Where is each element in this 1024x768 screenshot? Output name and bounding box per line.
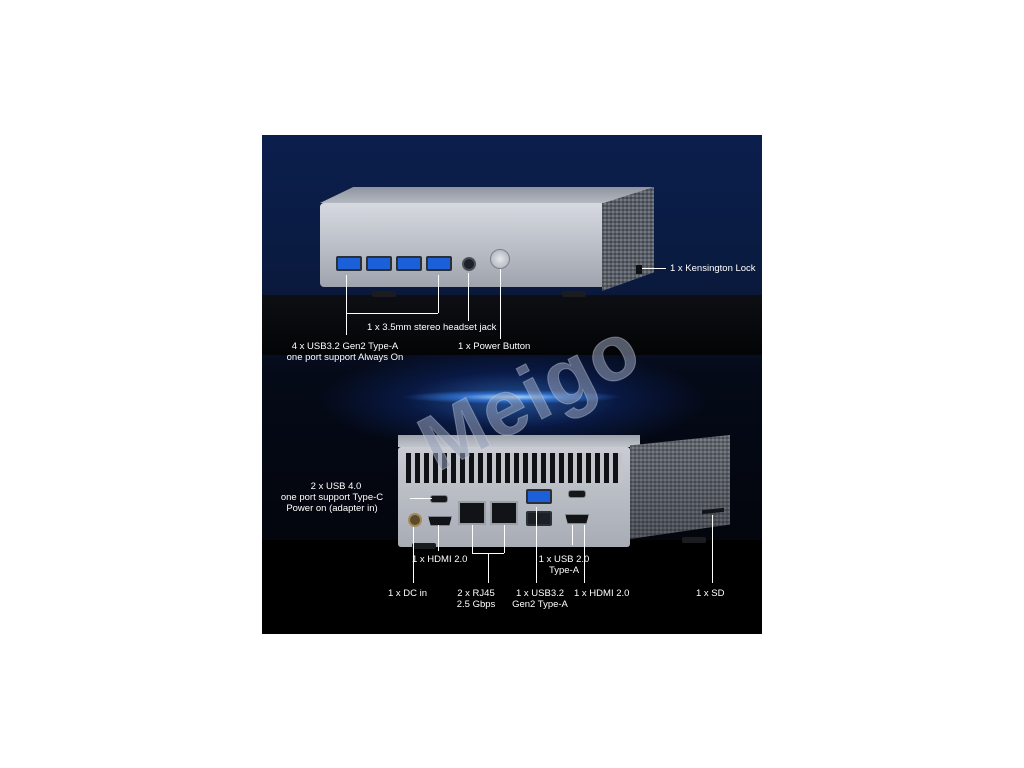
label-dc-in: 1 x DC in	[388, 588, 428, 599]
label-rj45-line2: 2.5 Gbps	[456, 599, 496, 610]
usb-port-3	[396, 256, 422, 271]
rear-vent-grille	[406, 453, 622, 483]
headset-jack	[462, 257, 476, 271]
rear-foot-right	[682, 537, 706, 543]
callout-line-hdmi-left	[438, 525, 439, 551]
label-usb32-line2: Gen2 Type-A	[512, 599, 568, 610]
callout-line-power	[500, 269, 501, 339]
callout-line-rj45-b	[504, 525, 505, 553]
product-image-panel: Meigo	[262, 135, 762, 634]
dc-in-port	[408, 513, 422, 527]
label-usb-front-line2: one port support Always On	[286, 352, 404, 363]
callout-line-hdmi-right	[584, 525, 585, 583]
label-kensington: 1 x Kensington Lock	[670, 263, 756, 274]
bottom-stage	[262, 540, 762, 634]
callout-line-sd	[712, 515, 713, 583]
light-beam	[402, 390, 622, 404]
callout-line-usb-front-h	[346, 313, 438, 314]
top-stage	[262, 295, 762, 355]
label-usb4-line2: one port support Type-C	[280, 492, 384, 503]
usb4-port-1	[430, 495, 448, 503]
label-hdmi-right: 1 x HDMI 2.0	[574, 588, 630, 599]
callout-line-dcin	[413, 527, 414, 583]
label-usb20-line2: Type-A	[548, 565, 580, 576]
callout-line-kensington	[642, 268, 666, 269]
callout-line-usb-front-b	[438, 275, 439, 313]
chassis-side-vents	[602, 187, 654, 291]
hdmi-port-left	[428, 516, 452, 526]
label-rj45-line1: 2 x RJ45	[457, 588, 495, 599]
kensington-lock-slot	[636, 265, 642, 274]
chassis-top	[320, 187, 652, 203]
rj45-port-2	[490, 501, 518, 525]
label-usb-front-line1: 4 x USB3.2 Gen2 Type-A	[291, 341, 399, 352]
rear-chassis-side-vents	[630, 435, 730, 539]
usb-port-2	[366, 256, 392, 271]
label-usb20-line1: 1 x USB 2.0	[538, 554, 590, 565]
callout-line-usb20	[572, 525, 573, 545]
rj45-port-1	[458, 501, 486, 525]
label-usb32-line1: 1 x USB3.2	[515, 588, 565, 599]
usb-port-1	[336, 256, 362, 271]
label-usb4-line1: 2 x USB 4.0	[310, 481, 362, 492]
power-button-icon	[490, 249, 510, 269]
usb20-rear-port	[526, 511, 552, 526]
rear-foot-left	[412, 543, 436, 549]
callout-line-usb4	[410, 498, 432, 499]
foot-right	[562, 291, 586, 297]
usb4-port-2	[568, 490, 586, 498]
label-power-button: 1 x Power Button	[458, 341, 531, 352]
label-headset-jack: 1 x 3.5mm stereo headset jack	[367, 322, 497, 333]
label-usb4-line3: Power on (adapter in)	[286, 503, 378, 514]
mini-pc-front-view	[262, 135, 762, 335]
callout-line-rj45-c	[488, 553, 489, 583]
usb32-rear-port	[526, 489, 552, 504]
usb-port-4	[426, 256, 452, 271]
label-hdmi-left: 1 x HDMI 2.0	[412, 554, 468, 565]
callout-line-jack	[468, 273, 469, 321]
label-sd: 1 x SD	[696, 588, 725, 599]
callout-line-rj45-a	[472, 525, 473, 553]
hdmi-port-right	[565, 514, 589, 524]
rear-chassis-top	[398, 435, 640, 447]
mini-pc-rear-view	[262, 135, 762, 634]
foot-left	[372, 291, 396, 297]
callout-line-usb-front-a	[346, 275, 347, 335]
callout-line-usb32	[536, 507, 537, 583]
chassis-front	[320, 203, 602, 287]
